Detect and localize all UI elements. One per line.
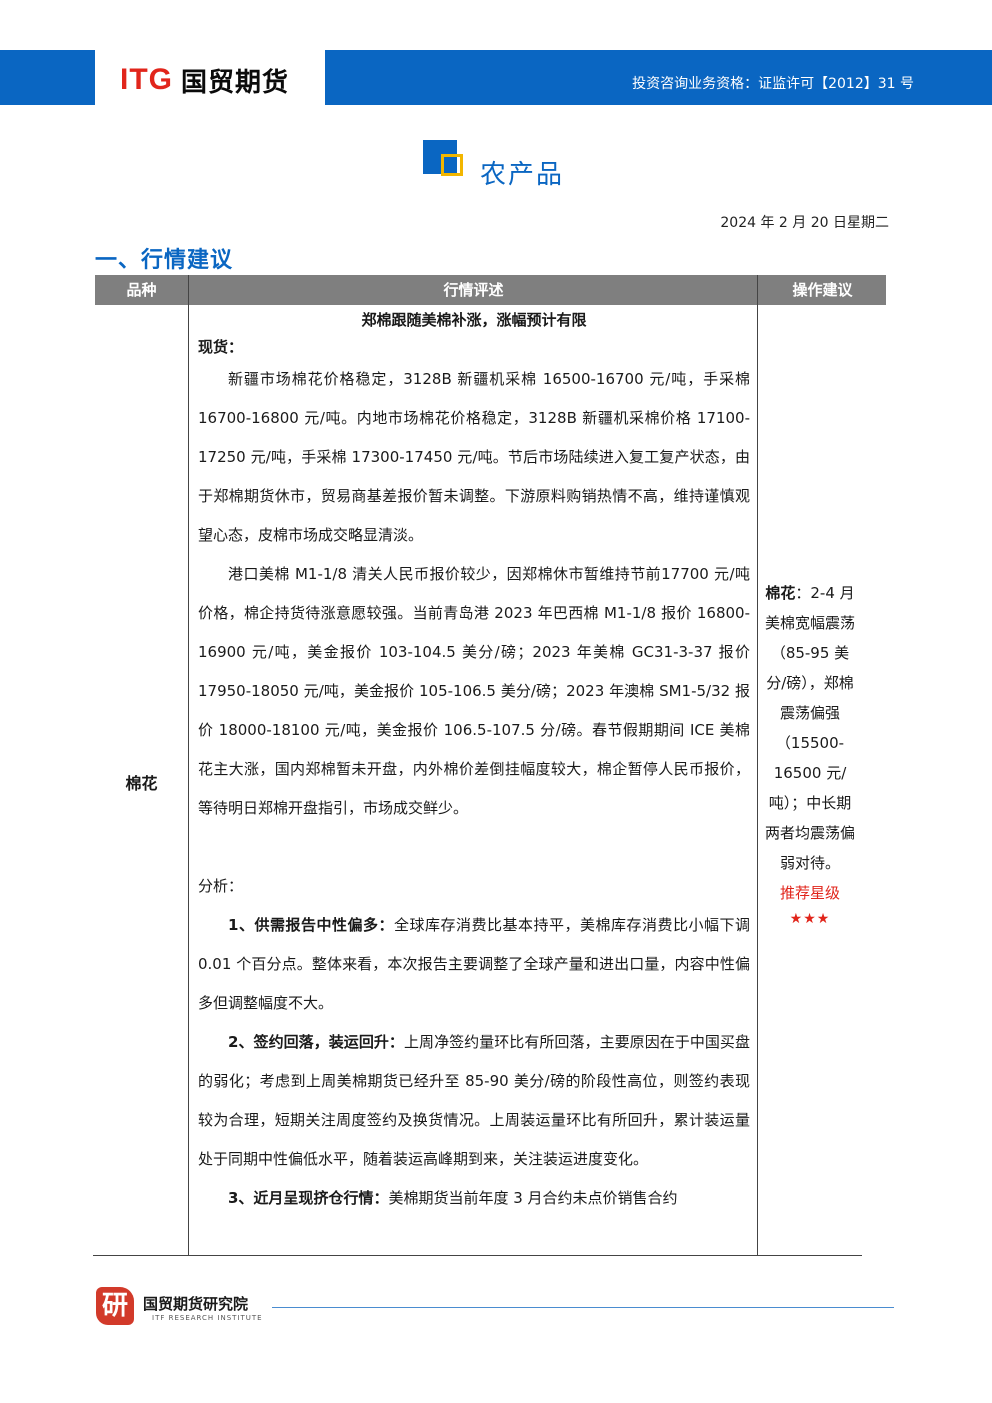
analysis-label: 分析： <box>198 877 244 895</box>
rating-stars: ★★★ <box>789 911 831 927</box>
col-header-commentary: 行情评述 <box>443 281 504 299</box>
report-date: 2024 年 2 月 20 日星期二 <box>720 215 889 231</box>
table-divider-1 <box>188 275 189 1256</box>
col-header-variety: 品种 <box>126 281 157 299</box>
section-square-icon <box>423 140 469 186</box>
heading-market-advice: 一、行情建议 <box>95 248 234 273</box>
variety-cell: 棉花 <box>125 774 158 793</box>
section-title: 农产品 <box>480 160 565 190</box>
header-band-left <box>0 50 95 105</box>
analysis-point-1: 1、供需报告中性偏多：全球库存消费比基本持平，美棉库存消费比小幅下调 0.01 … <box>198 906 750 1023</box>
logo-chinese: 国贸期货 <box>181 67 290 98</box>
rating-label: 推荐星级 <box>779 884 840 902</box>
analysis-point-3-text: 美棉期货当前年度 3 月合约未点价销售合约 <box>388 1189 678 1207</box>
spot-paragraph-1: 新疆市场棉花价格稳定，3128B 新疆机采棉 16500-16700 元/吨，手… <box>198 370 750 544</box>
advice-cell: 棉花：2-4 月美棉宽幅震荡（85-95 美分/磅），郑棉震荡偏强（15500-… <box>762 578 858 930</box>
analysis-point-1-text: 全球库存消费比基本持平，美棉库存消费比小幅下调 0.01 个百分点。整体来看，本… <box>198 916 750 1012</box>
company-logo: ITG 国贸期货 <box>120 62 289 98</box>
table-bottom-border <box>93 1255 862 1256</box>
analysis-point-2-text: 上周净签约量环比有所回落，主要原因在于中国买盘的弱化；考虑到上周美棉期货已经升至… <box>198 1033 750 1168</box>
footer-rule <box>272 1307 894 1308</box>
spot-paragraph-2: 港口美棉 M1-1/8 清关人民币报价较少，因郑棉休市暂维持节前17700 元/… <box>198 565 750 817</box>
advice-label: 棉花 <box>765 584 796 602</box>
table-divider-2 <box>757 275 758 1256</box>
col-header-advice: 操作建议 <box>792 281 853 299</box>
advice-body: ：2-4 月美棉宽幅震荡（85-95 美分/磅），郑棉震荡偏强（15500-16… <box>764 584 855 872</box>
header-band-right <box>325 50 992 105</box>
advice-text: 棉花：2-4 月美棉宽幅震荡（85-95 美分/磅），郑棉震荡偏强（15500-… <box>762 578 858 878</box>
license-text: 投资咨询业务资格：证监许可【2012】31 号 <box>632 76 914 92</box>
logo-latin: ITG <box>120 63 173 96</box>
analysis-point-3-title: 3、近月呈现挤仓行情： <box>228 1189 389 1207</box>
footer-institute-name: 国贸期货研究院 <box>143 1295 249 1313</box>
spot-label: 现货： <box>198 338 244 356</box>
analysis-point-3: 3、近月呈现挤仓行情：美棉期货当前年度 3 月合约未点价销售合约 <box>198 1179 750 1218</box>
table-header: 品种 行情评述 操作建议 <box>95 275 886 305</box>
analysis-point-2-title: 2、签约回落，装运回升： <box>228 1033 404 1051</box>
analysis-point-1-title: 1、供需报告中性偏多： <box>228 916 394 934</box>
commentary-cell: 郑棉跟随美棉补涨，涨幅预计有限 现货： 新疆市场棉花价格稳定，3128B 新疆机… <box>198 306 750 1218</box>
commentary-title: 郑棉跟随美棉补涨，涨幅预计有限 <box>361 311 587 329</box>
analysis-point-2: 2、签约回落，装运回升：上周净签约量环比有所回落，主要原因在于中国买盘的弱化；考… <box>198 1023 750 1179</box>
research-seal-icon: 研 <box>96 1287 134 1325</box>
footer-institute-sub: ITF RESEARCH INSTITUTE <box>152 1314 263 1322</box>
